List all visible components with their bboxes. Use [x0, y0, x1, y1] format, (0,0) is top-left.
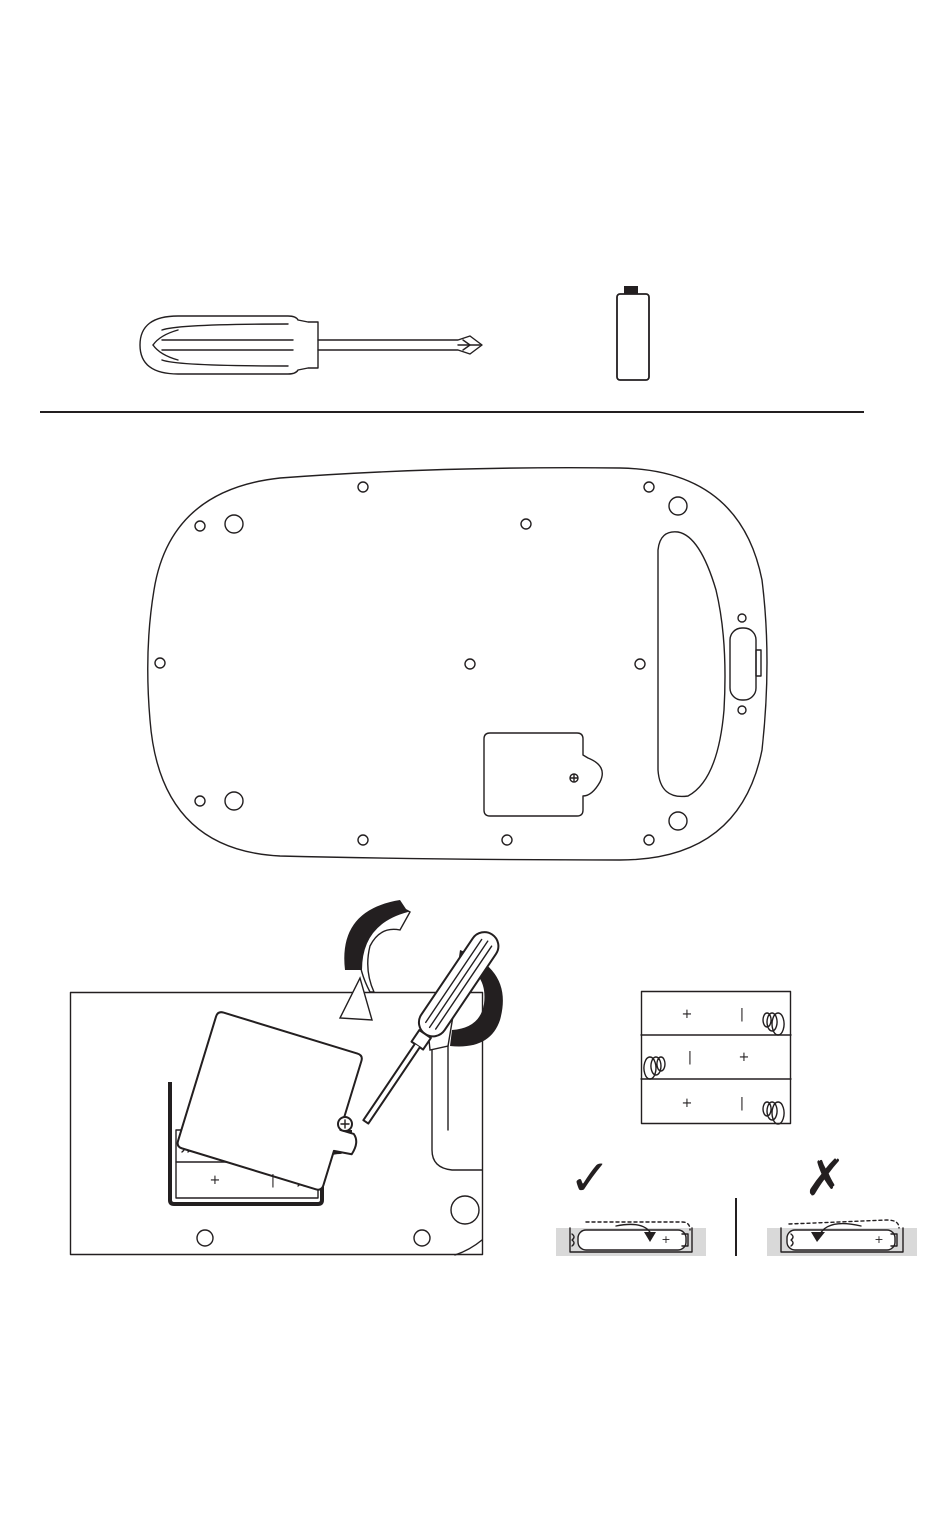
battery-row-3-minus: |	[735, 1097, 749, 1110]
wrong-insertion-diagram: +	[767, 1200, 917, 1258]
guide-divider	[735, 1198, 737, 1256]
battery-row-1-minus: |	[735, 1008, 749, 1021]
battery-row-2-plus: +	[737, 1051, 751, 1064]
battery-icon	[614, 285, 652, 385]
battery-row-3-plus: +	[680, 1097, 694, 1110]
section-divider	[40, 411, 864, 413]
inset-minus-label: |	[266, 1174, 280, 1187]
screwdriver-icon	[138, 310, 483, 380]
inset-plus-label: +	[208, 1174, 222, 1187]
correct-insertion-diagram: +	[556, 1200, 706, 1258]
scale-underside	[140, 460, 770, 870]
battery-row-2-minus: |	[683, 1051, 697, 1064]
battery-holder: + | | + + |	[641, 991, 791, 1124]
compartment-inset: + |	[70, 990, 484, 1256]
correct-plus-label: +	[660, 1234, 672, 1245]
wrong-mark: ✗	[795, 1148, 855, 1208]
wrong-plus-label: +	[873, 1234, 885, 1245]
spring-icon	[644, 1057, 665, 1079]
battery-row-1-plus: +	[680, 1008, 694, 1021]
correct-mark: ✓	[560, 1148, 620, 1208]
spring-icon	[763, 1102, 784, 1124]
spring-icon	[763, 1013, 784, 1035]
